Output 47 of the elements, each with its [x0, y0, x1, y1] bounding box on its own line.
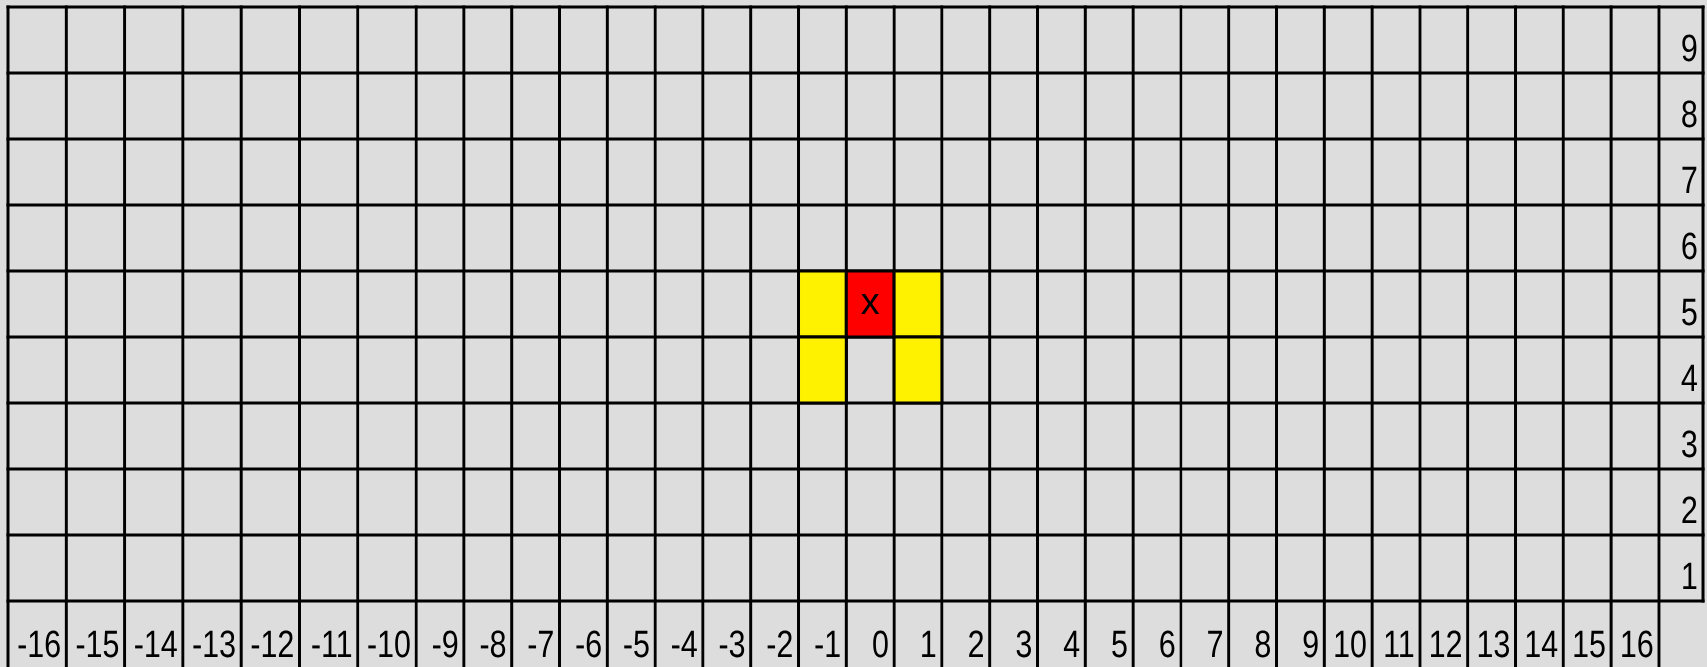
column-number: 3: [1016, 630, 1031, 658]
column-number: -9: [433, 630, 458, 658]
column-number: 7: [1208, 630, 1222, 657]
column-number: 15: [1574, 630, 1605, 658]
row-number: 4: [1681, 364, 1697, 391]
column-number: 16: [1622, 630, 1653, 658]
column-number: 14: [1526, 630, 1558, 657]
row-number: 9: [1682, 34, 1697, 62]
column-number: 13: [1478, 630, 1509, 658]
column-number: -12: [251, 630, 293, 657]
highlighted-cell: [892, 335, 944, 405]
column-number: 12: [1431, 630, 1461, 657]
row-number: 8: [1682, 100, 1697, 128]
column-number: 6: [1160, 630, 1175, 658]
column-number: -1: [815, 630, 840, 657]
row-number: 6: [1682, 232, 1697, 260]
column-number: 10: [1335, 630, 1366, 658]
row-number: 7: [1682, 166, 1697, 193]
row-number: 1: [1683, 562, 1697, 589]
column-number: -3: [719, 630, 745, 658]
column-number: -11: [312, 630, 352, 657]
column-number: -13: [193, 630, 235, 658]
row-number: 3: [1682, 430, 1697, 458]
column-number: 9: [1303, 630, 1318, 658]
column-number: -2: [767, 630, 792, 657]
column-number: 0: [873, 630, 888, 658]
column-number: -6: [576, 630, 601, 658]
column-number: -16: [18, 630, 60, 658]
column-number: -15: [76, 630, 119, 658]
column-number: 11: [1385, 630, 1414, 657]
highlighted-cell: [892, 269, 944, 339]
row-number: 2: [1682, 496, 1697, 523]
column-number: -8: [480, 630, 506, 658]
column-number: 5: [1112, 630, 1127, 658]
marked-cell: x: [844, 269, 896, 339]
column-number: -4: [672, 630, 697, 657]
column-number: -7: [528, 630, 553, 657]
column-number: 1: [922, 630, 936, 657]
column-number: 2: [969, 630, 983, 657]
highlighted-cell: [797, 269, 848, 339]
highlighted-cell: [797, 335, 848, 405]
column-number: -5: [624, 630, 649, 658]
column-number: -14: [135, 630, 177, 657]
column-number: 8: [1255, 630, 1270, 658]
column-number: -10: [368, 630, 410, 658]
row-number: 5: [1682, 298, 1697, 326]
column-number: 4: [1063, 630, 1080, 657]
